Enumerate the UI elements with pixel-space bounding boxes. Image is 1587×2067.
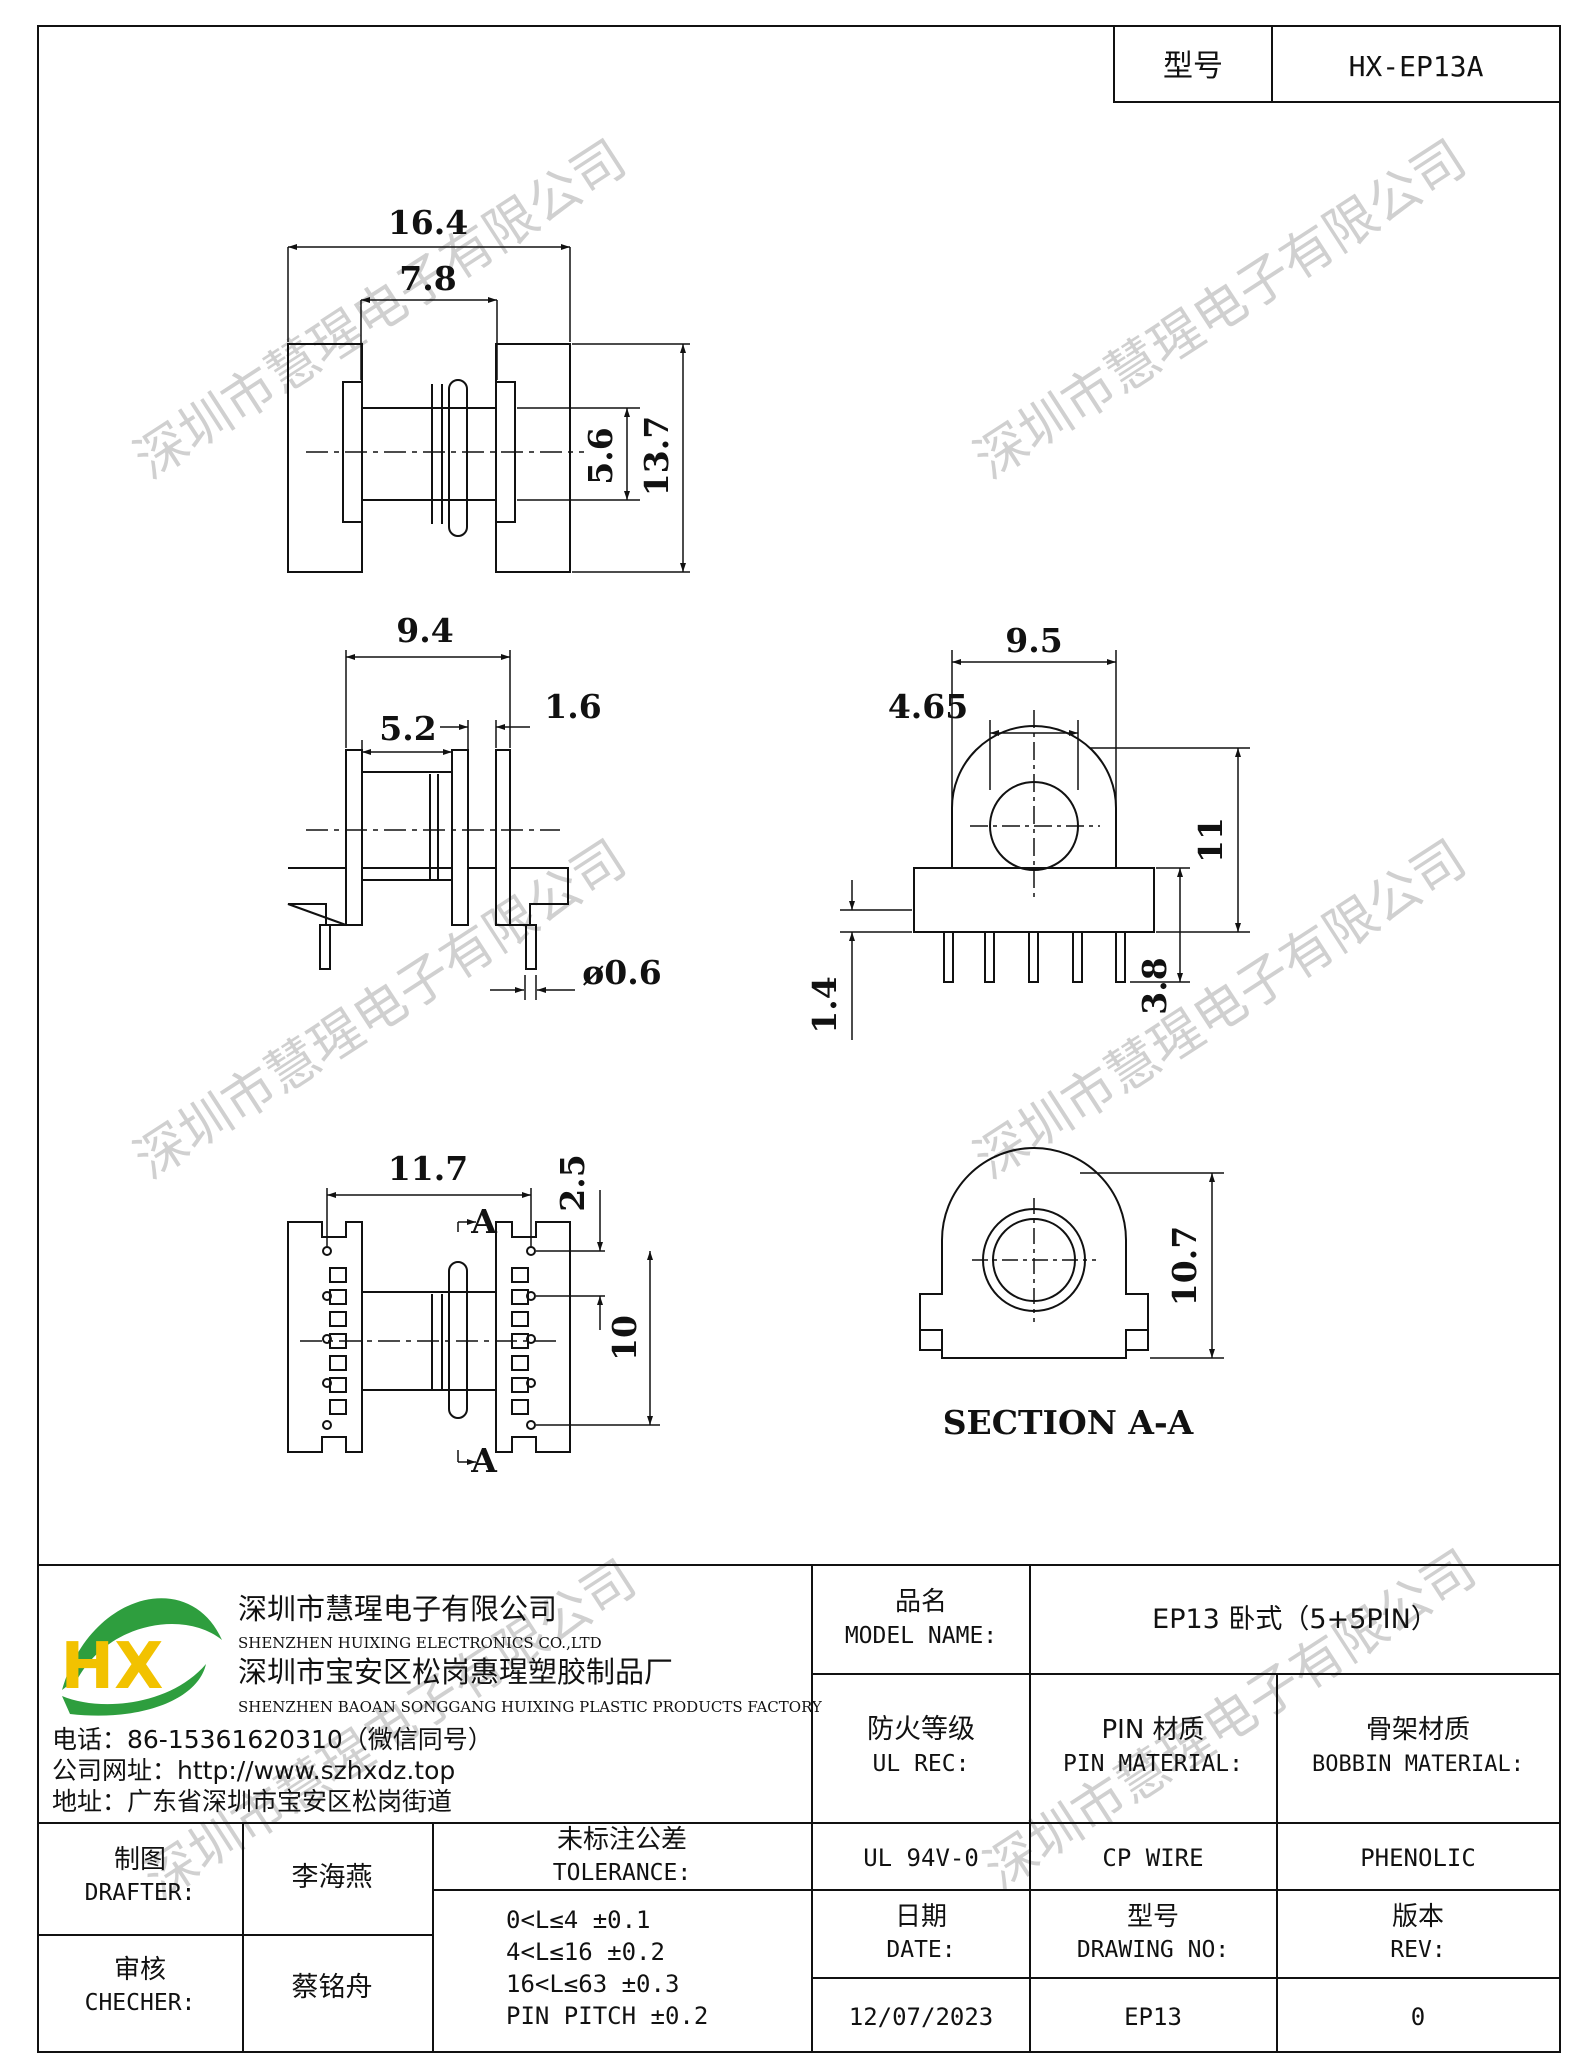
front-view xyxy=(840,650,1250,1040)
section-view xyxy=(919,1147,1224,1359)
bottom-view xyxy=(287,1188,660,1465)
dim-top-overall-height: 13.7 xyxy=(637,416,676,496)
dim-bottom-height: 10 xyxy=(605,1315,644,1361)
pin-material-value: CP WIRE xyxy=(1102,1844,1203,1872)
company-name-1-en: SHENZHEN HUIXING ELECTRONICS CO.,LTD xyxy=(238,1634,602,1652)
date-cn: 日期 xyxy=(895,1902,947,1932)
dim-side-width: 9.4 xyxy=(396,611,453,650)
side-view xyxy=(287,650,575,1000)
dim-front-pin-span: 9.5 xyxy=(1005,621,1062,660)
dim-bottom-width: 11.7 xyxy=(388,1149,468,1188)
company-phone: 电话：86-15361620310（微信同号） xyxy=(52,1725,493,1754)
section-marker-top: A xyxy=(470,1202,497,1241)
title-block xyxy=(38,1564,1560,2052)
drawing-no-value: EP13 xyxy=(1124,2003,1182,2031)
checker-cn: 审核 xyxy=(114,1955,166,1985)
drafter-en: DRAFTER: xyxy=(85,1880,196,1906)
bobbin-material-cn: 骨架材质 xyxy=(1366,1715,1470,1745)
pin-material-en: PIN MATERIAL: xyxy=(1063,1751,1243,1777)
dim-side-flange-thickness: 1.6 xyxy=(544,687,601,726)
dim-front-height: 11 xyxy=(1191,817,1230,863)
tolerance-row: 4<L≤16 ±0.2 xyxy=(506,1938,665,1966)
tolerance-en: TOLERANCE: xyxy=(553,1860,691,1886)
rev-value: 0 xyxy=(1411,2003,1425,2031)
model-header: 型号 HX-EP13A xyxy=(1113,25,1561,103)
ul-rec-cn: 防火等级 xyxy=(867,1714,975,1745)
date-en: DATE: xyxy=(886,1937,955,1963)
ul-rec-en: UL REC: xyxy=(873,1751,970,1777)
dim-top-core-width: 7.8 xyxy=(399,259,456,298)
dim-top-overall-width: 16.4 xyxy=(388,203,468,242)
watermark-text: 深圳市慧瑆电子有限公司 xyxy=(964,129,1476,491)
model-name-en: MODEL NAME: xyxy=(845,1623,997,1649)
tolerance-row: PIN PITCH ±0.2 xyxy=(506,2002,708,2030)
company-website: 公司网址：http://www.szhxdz.top xyxy=(52,1756,455,1785)
company-name-2-en: SHENZHEN BAOAN SONGGANG HUIXING PLASTIC … xyxy=(238,1698,823,1716)
model-name-cn: 品名 xyxy=(895,1587,947,1617)
drawing-no-cn: 型号 xyxy=(1127,1902,1179,1932)
date-value: 12/07/2023 xyxy=(849,2003,994,2031)
drawing-no-en: DRAWING NO: xyxy=(1077,1937,1229,1963)
bobbin-material-en: BOBBIN MATERIAL: xyxy=(1312,1752,1524,1777)
dim-bottom-pin-pitch: 2.5 xyxy=(553,1154,592,1211)
company-name-2: 深圳市宝安区松岗惠瑆塑胶制品厂 xyxy=(238,1655,673,1689)
dim-front-center-offset: 4.65 xyxy=(888,687,968,726)
dim-front-base-offset: 1.4 xyxy=(805,976,844,1033)
company-logo: HX xyxy=(61,1598,222,1716)
watermark-text: 深圳市慧瑆电子有限公司 xyxy=(964,829,1476,1191)
drafter-name: 李海燕 xyxy=(292,1862,373,1893)
pin-material-cn: PIN 材质 xyxy=(1101,1715,1204,1745)
model-value: HX-EP13A xyxy=(1349,50,1484,83)
drafter-cn: 制图 xyxy=(114,1845,166,1875)
model-name-value: EP13 卧式（5+5PIN） xyxy=(1152,1604,1438,1635)
company-address: 地址：广东省深圳市宝安区松岗街道 xyxy=(52,1787,452,1816)
dim-pin-diameter: ø0.6 xyxy=(582,953,661,992)
section-label: SECTION A-A xyxy=(943,1403,1194,1442)
rev-en: REV: xyxy=(1390,1937,1445,1963)
watermark-text: 深圳市慧瑆电子有限公司 xyxy=(124,129,636,491)
bobbin-material-value: PHENOLIC xyxy=(1360,1844,1476,1872)
top-view xyxy=(287,244,690,573)
dim-top-inner-height: 5.6 xyxy=(581,427,620,484)
sheet-border xyxy=(37,25,1561,2053)
rev-cn: 版本 xyxy=(1392,1902,1444,1932)
tolerance-cn: 未标注公差 xyxy=(557,1825,687,1855)
ul-rec-value: UL 94V-0 xyxy=(863,1844,979,1872)
company-name-1: 深圳市慧瑆电子有限公司 xyxy=(238,1592,557,1626)
tolerance-row: 16<L≤63 ±0.3 xyxy=(506,1970,679,1998)
checker-name: 蔡铭舟 xyxy=(292,1972,373,2003)
logo-text: HX xyxy=(61,1630,164,1704)
dim-section-height: 10.7 xyxy=(1165,1226,1204,1306)
dim-side-winding-width: 5.2 xyxy=(379,709,436,748)
section-marker-bottom: A xyxy=(470,1441,497,1480)
watermark-text: 深圳市慧瑆电子有限公司 xyxy=(124,829,636,1191)
dim-front-pin-length: 3.8 xyxy=(1135,957,1174,1014)
checker-en: CHECHER: xyxy=(85,1990,196,2016)
model-label: 型号 xyxy=(1163,49,1223,84)
tolerance-row: 0<L≤4 ±0.1 xyxy=(506,1906,651,1934)
